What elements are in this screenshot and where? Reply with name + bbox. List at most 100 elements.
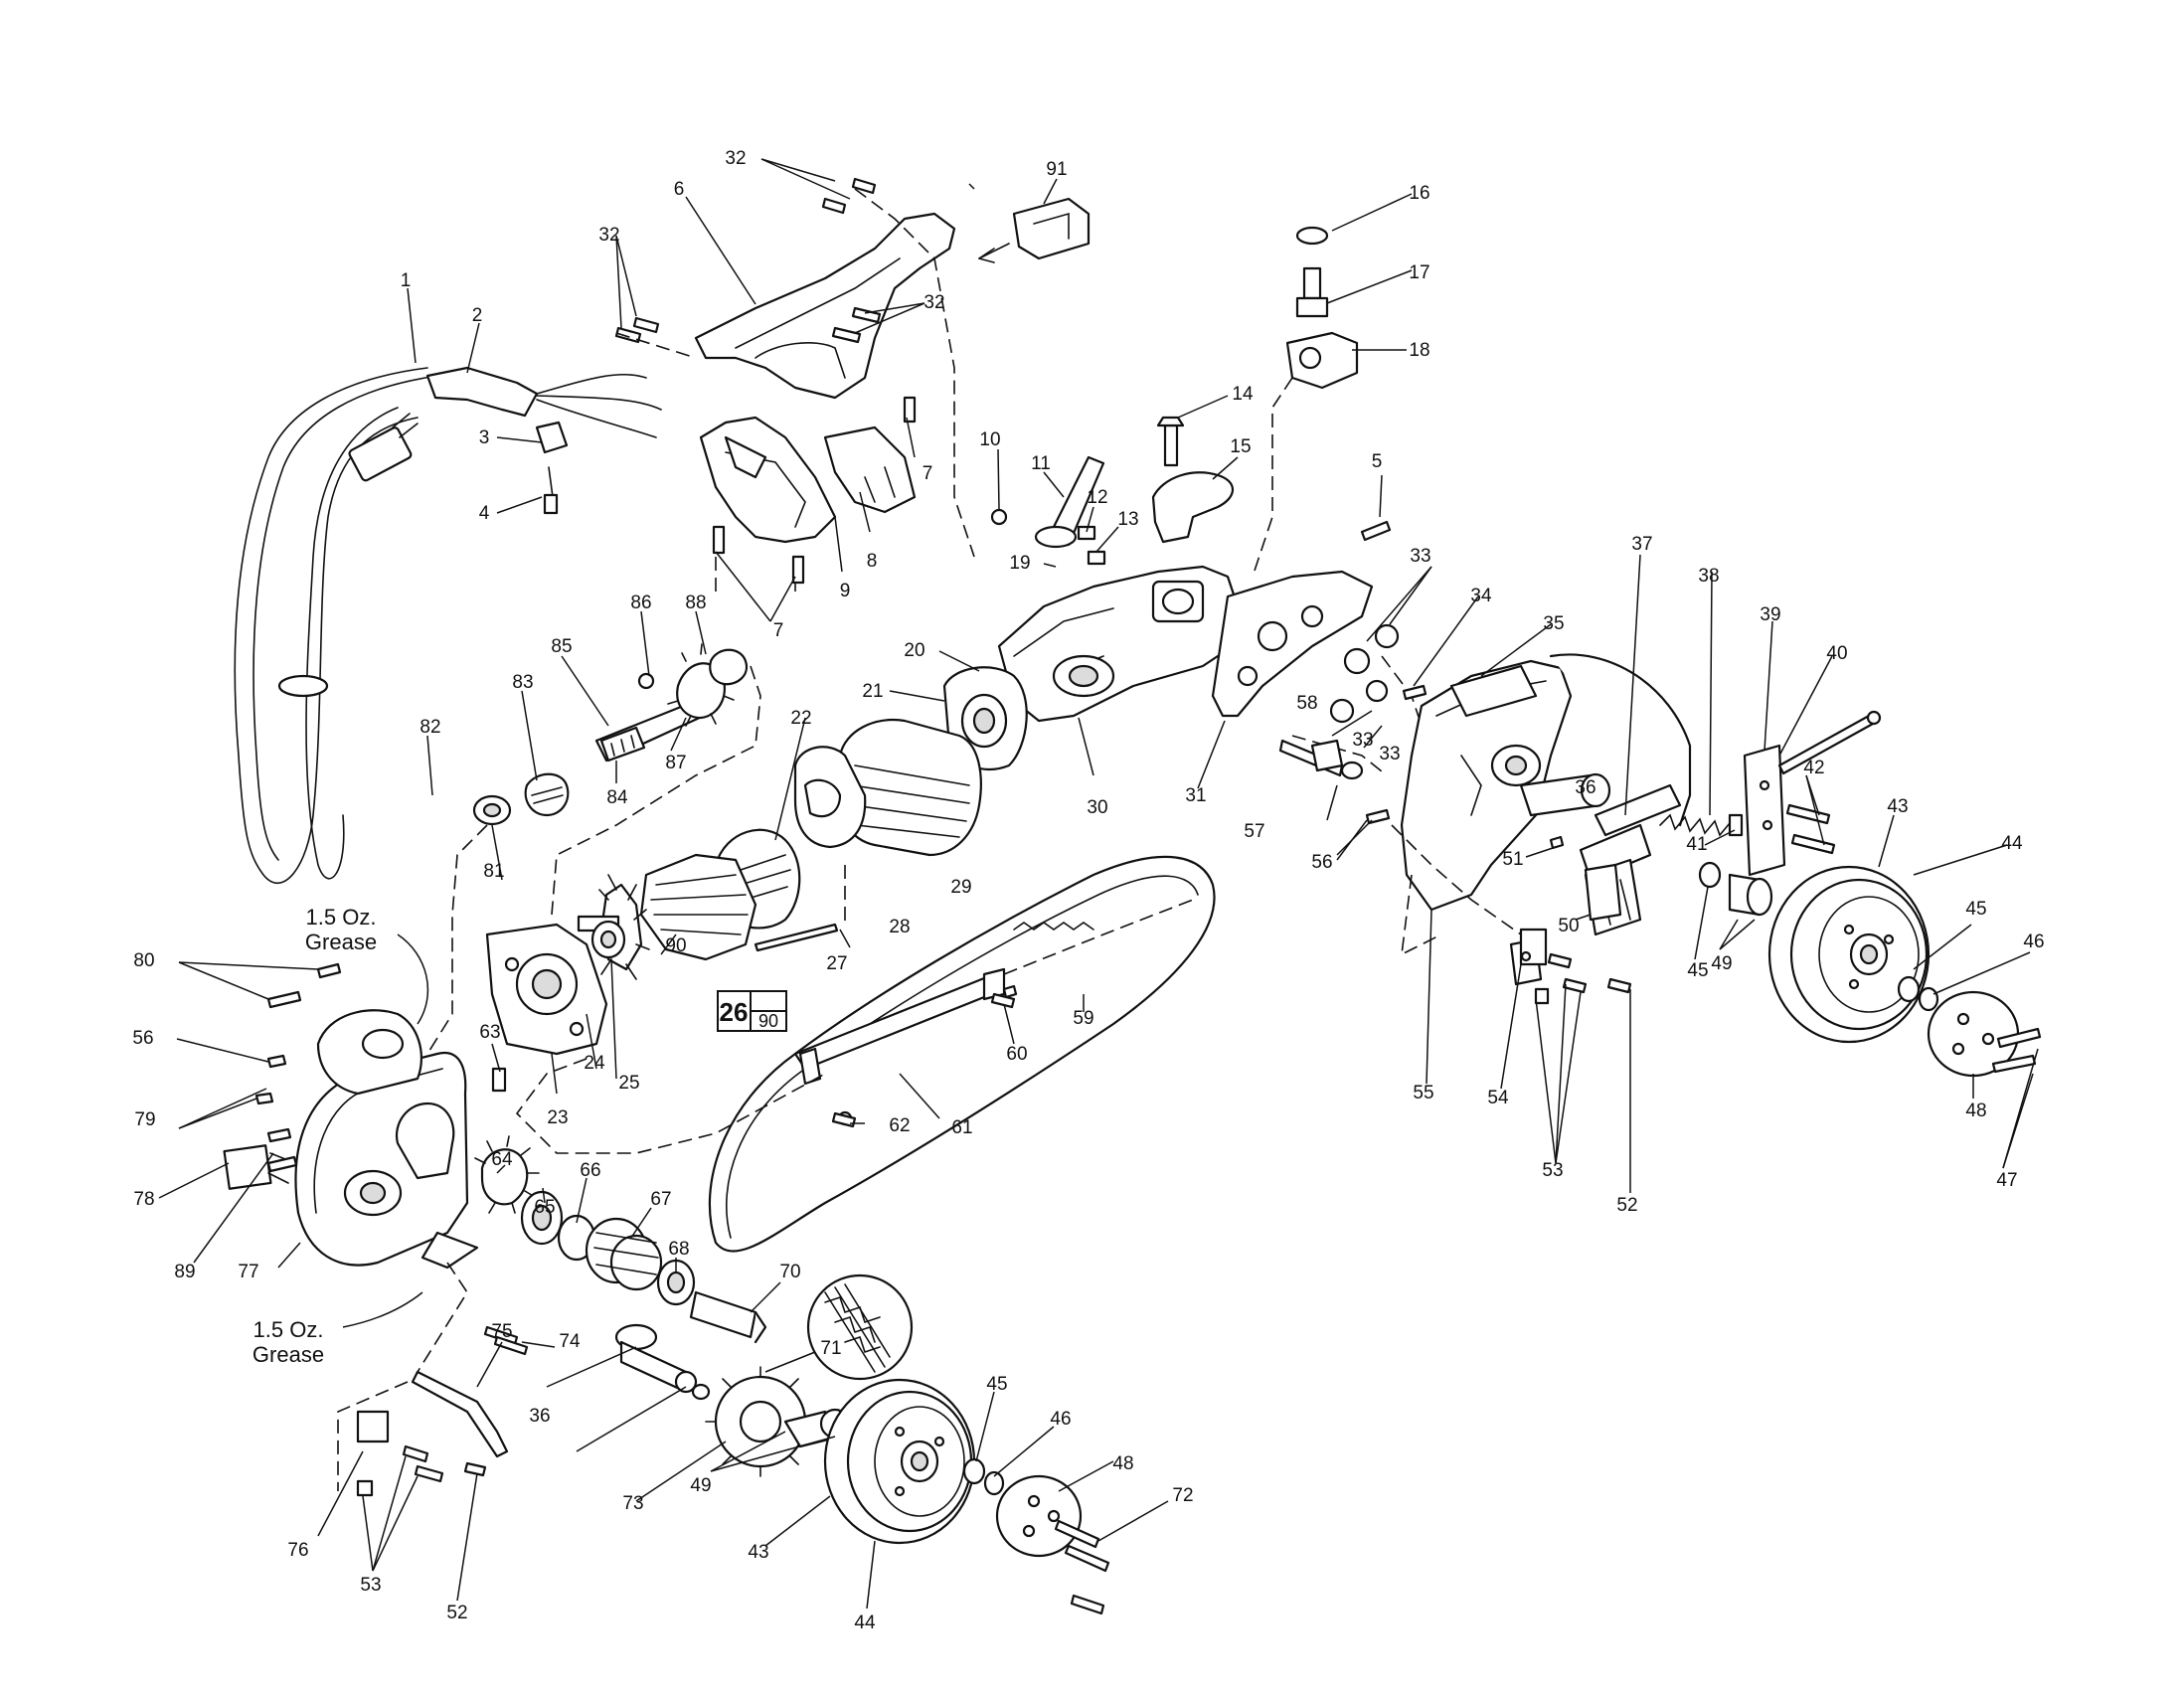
callout-60: 60 (1006, 1044, 1027, 1065)
callout-30: 30 (1087, 797, 1107, 818)
callout-46a: 46 (2023, 932, 2044, 952)
callout-33b: 33 (1352, 730, 1373, 751)
callout-77: 77 (238, 1262, 258, 1282)
lower-bracket-group (337, 1262, 529, 1497)
callout-45b: 45 (1965, 899, 1986, 920)
callout-68: 68 (668, 1239, 689, 1260)
callout-63: 63 (479, 1022, 500, 1043)
callout-89: 89 (174, 1262, 195, 1282)
callout-49b: 49 (690, 1475, 711, 1496)
callout-83: 83 (512, 672, 533, 693)
right-wheel-43 (1767, 865, 1931, 1044)
callout-51: 51 (1502, 849, 1523, 870)
callout-45c: 45 (986, 1374, 1007, 1395)
right-hub-parts (1897, 975, 2042, 1078)
lower-hub-screws (1054, 1519, 1110, 1615)
callout-66: 66 (580, 1160, 600, 1181)
callout-38: 38 (1698, 566, 1719, 587)
callout-44a: 44 (2001, 833, 2023, 854)
switch-part-91 (978, 197, 1091, 263)
callout-42: 42 (1803, 758, 1824, 778)
callout-25: 25 (618, 1073, 639, 1094)
callout-43a: 43 (1887, 796, 1908, 817)
lever-assembly (990, 455, 1106, 566)
gear-shaft-group (426, 643, 761, 1055)
callout-56a: 56 (1311, 852, 1332, 873)
callout-7a: 7 (923, 463, 933, 484)
callout-46b: 46 (1050, 1409, 1071, 1430)
callout-73: 73 (622, 1493, 643, 1514)
callout-70: 70 (779, 1262, 800, 1282)
callout-31: 31 (1185, 785, 1206, 806)
callout-35: 35 (1543, 613, 1564, 634)
callout-33a: 33 (1410, 546, 1430, 567)
grease-notes: 1.5 Oz. Grease 1.5 Oz. Grease (252, 905, 377, 1367)
callout-65: 65 (534, 1197, 555, 1218)
callout-76: 76 (287, 1540, 308, 1561)
callout-28: 28 (889, 917, 910, 937)
callout-72: 72 (1172, 1485, 1193, 1506)
right-mid-fasteners (1365, 808, 1632, 1005)
callout-3: 3 (479, 427, 490, 448)
callout-17: 17 (1409, 262, 1429, 283)
callout-80: 80 (133, 950, 154, 971)
kit-label-box: 26 90 (717, 990, 787, 1032)
callout-2: 2 (472, 305, 483, 326)
callout-91: 91 (1046, 159, 1067, 180)
kit-number-main: 26 (720, 997, 749, 1027)
callout-4: 4 (479, 503, 490, 524)
pin-assembly-57 (1278, 739, 1364, 780)
blade-and-guide (708, 855, 1216, 1253)
callout-11: 11 (1031, 453, 1051, 474)
callout-75: 75 (491, 1321, 512, 1342)
callout-84: 84 (606, 787, 628, 808)
callout-33c: 33 (1379, 744, 1400, 764)
lower-washers (962, 1457, 1005, 1496)
motor-field-stator (793, 718, 982, 857)
grease-note-bottom-line1: 1.5 Oz. (253, 1317, 324, 1342)
grease-leaders (342, 933, 429, 1328)
callout-18: 18 (1409, 340, 1429, 361)
handle-assembly (694, 212, 956, 596)
callout-58: 58 (1296, 693, 1317, 714)
callout-86: 86 (630, 593, 651, 613)
lower-wheel-43 (823, 1378, 976, 1545)
sprocket-73 (705, 1366, 816, 1477)
callout-37: 37 (1631, 534, 1652, 555)
callout-labels: 1 2 3 4 5 6 7 7 8 9 10 11 12 13 14 15 16… (132, 148, 2044, 1633)
chain-detail-inset (806, 1273, 914, 1381)
callout-21: 21 (862, 681, 883, 702)
callout-9: 9 (840, 581, 851, 601)
tension-bracket-group (1728, 710, 1882, 877)
guide-screws (831, 992, 1016, 1128)
callout-14: 14 (1232, 384, 1254, 405)
callout-81: 81 (483, 861, 504, 882)
right-washer-bushing (1698, 861, 1773, 917)
callout-8: 8 (867, 551, 878, 572)
callout-5: 5 (1372, 451, 1383, 472)
callout-47: 47 (1996, 1170, 2017, 1191)
armature-assembly (577, 828, 801, 980)
lower-shaft-36 (614, 1323, 711, 1401)
callout-34: 34 (1470, 586, 1492, 606)
callout-15: 15 (1230, 436, 1251, 457)
callout-71: 71 (820, 1338, 841, 1359)
callout-36b: 36 (529, 1406, 550, 1427)
callout-79: 79 (134, 1109, 155, 1130)
kit-number-sub: 90 (758, 1011, 778, 1031)
callout-12: 12 (1087, 487, 1107, 508)
callout-55: 55 (1413, 1083, 1433, 1103)
spring-and-plate (1579, 783, 1731, 936)
callout-32b: 32 (598, 225, 619, 246)
callout-53b: 53 (360, 1575, 381, 1596)
callout-45a: 45 (1687, 960, 1708, 981)
callout-52b: 52 (446, 1603, 467, 1623)
grease-note-top-line1: 1.5 Oz. (306, 905, 377, 930)
gear-case-housing (997, 565, 1374, 723)
left-wheel-housing (223, 1009, 479, 1270)
callout-32c: 32 (924, 292, 944, 313)
callout-29: 29 (950, 877, 971, 898)
callout-10: 10 (979, 429, 1000, 450)
callout-13: 13 (1117, 509, 1138, 530)
